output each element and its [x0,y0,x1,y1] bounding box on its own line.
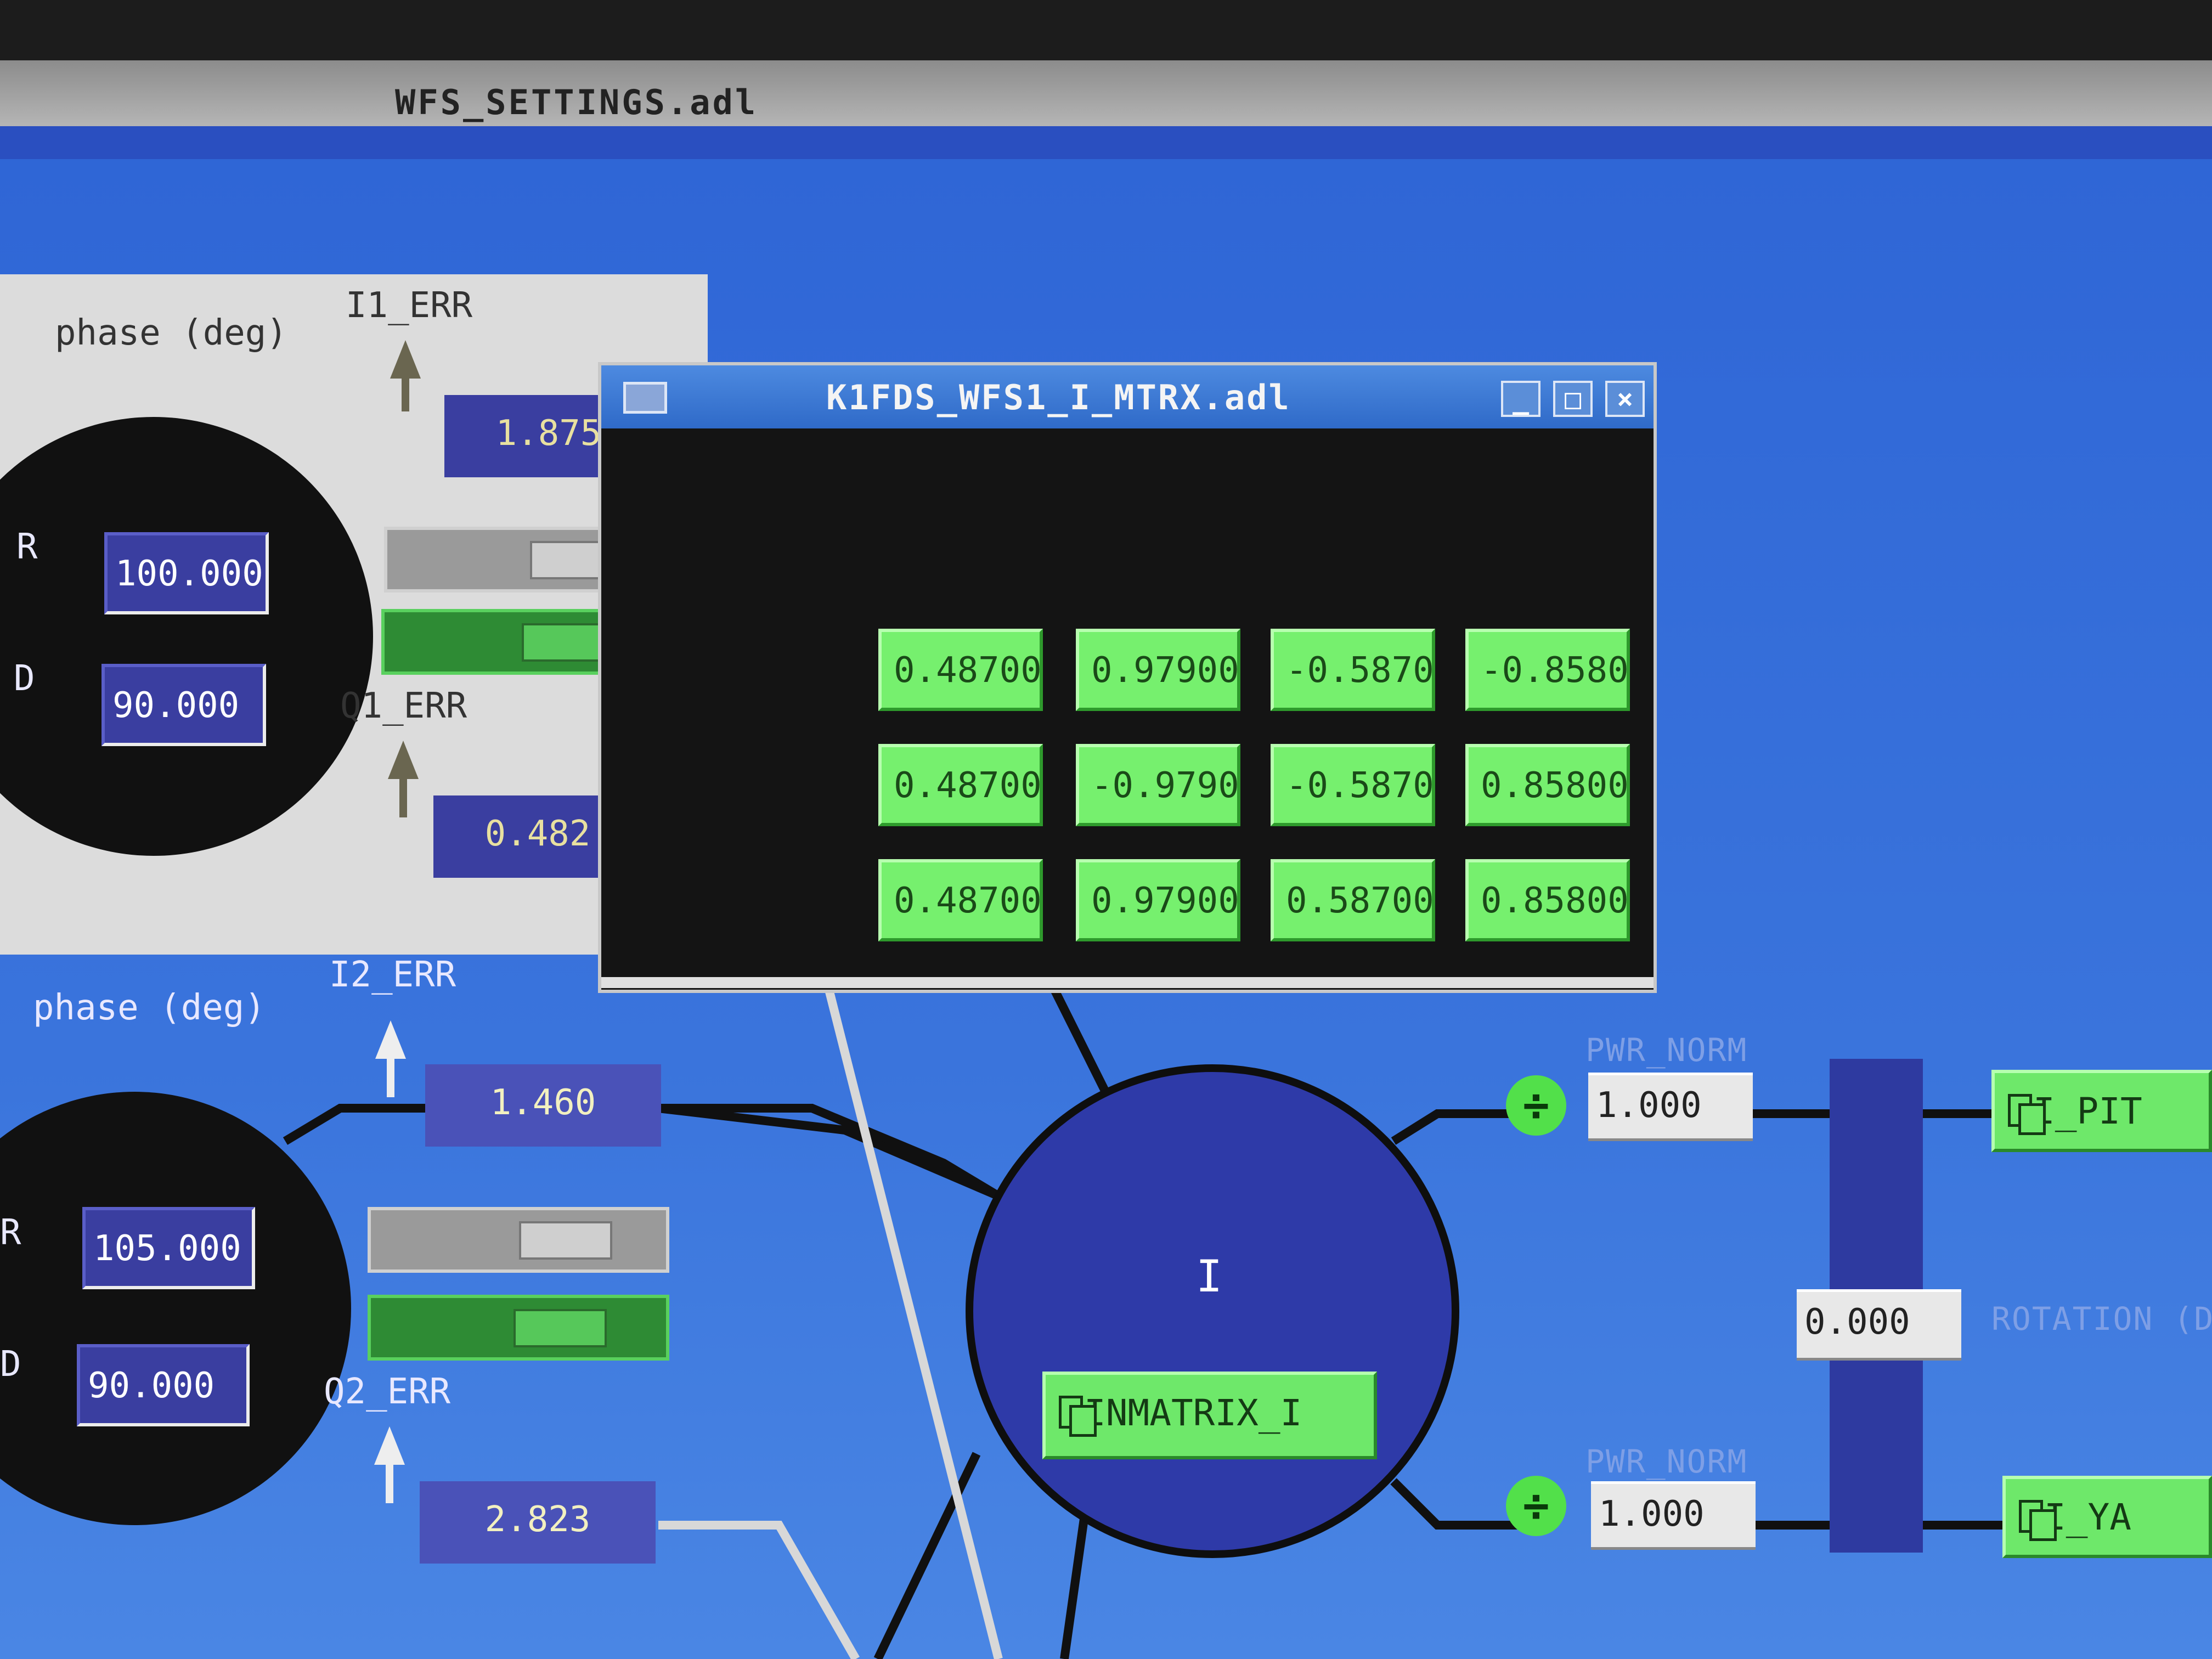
i2-arrow-up-icon [375,1020,406,1059]
matrix-cell[interactable]: -0.5870 [1271,744,1435,826]
window-bottom-frame [601,977,1654,988]
i1-arrow-up-icon [390,340,421,379]
i2-err-readout: 1.460 [425,1064,661,1147]
q1-phase-circle [0,417,373,856]
q2-err-readout: 2.823 [420,1481,656,1564]
rotation-input[interactable]: 0.000 [1797,1289,1961,1361]
input-matrix-node-label: I [1196,1251,1223,1302]
i-pit-button-label: I_PIT [2033,1090,2142,1132]
related-display-icon [1059,1396,1097,1437]
pwr-norm-bottom-label: PWR_NORM [1585,1443,1748,1480]
inmatrix-i-button-label: INMATRIX_I [1084,1392,1302,1434]
q1-phase-label: phase (deg) [55,313,287,353]
matrix-cell[interactable]: -0.8580 [1465,629,1630,711]
main-window-title: WFS_SETTINGS.adl [395,82,758,122]
matrix-window: K1FDS_WFS1_I_MTRX.adl _ □ × 0.48700 0.97… [598,362,1657,993]
matrix-cell[interactable]: -0.5870 [1271,629,1435,711]
main-window-titlebar [0,0,2212,159]
q2-arrow-up-icon [374,1426,405,1465]
q2-phase-label: phase (deg) [33,988,266,1028]
i2-err-label: I2_ERR [329,955,456,995]
q2-d-input[interactable]: 90.000 [77,1344,250,1426]
close-icon[interactable]: × [1605,381,1645,417]
q2-err-label: Q2_ERR [324,1372,451,1412]
pwr-norm-top-input[interactable]: 1.000 [1588,1073,1753,1141]
i-pit-button[interactable]: I_PIT [1991,1070,2212,1152]
rotation-label: ROTATION (DE [1991,1300,2212,1338]
matrix-cell[interactable]: 0.48700 [878,744,1043,826]
q2-green-slider[interactable] [368,1295,669,1361]
minimize-icon[interactable]: _ [1501,381,1541,417]
matrix-cell[interactable]: 0.58700 [1271,859,1435,941]
i1-err-label: I1_ERR [346,285,473,326]
maximize-icon[interactable]: □ [1553,381,1593,417]
pwr-norm-bottom-input[interactable]: 1.000 [1591,1481,1756,1550]
inmatrix-i-button[interactable]: INMATRIX_I [1042,1372,1377,1459]
matrix-window-title: K1FDS_WFS1_I_MTRX.adl [826,377,1291,417]
matrix-window-titlebar[interactable]: K1FDS_WFS1_I_MTRX.adl _ □ × [601,365,1654,428]
q2-phase-circle [0,1092,351,1525]
matrix-cell[interactable]: 0.48700 [878,859,1043,941]
window-menu-icon[interactable] [623,382,667,414]
matrix-cell[interactable]: 0.85800 [1465,859,1630,941]
divide-top-icon: ÷ [1506,1075,1566,1136]
q1-d-label: D [14,658,35,699]
q1-d-input[interactable]: 90.000 [101,664,266,746]
i-yaw-button-label: I_YA [2044,1496,2131,1538]
q1-r-label: R [16,527,38,567]
q1-arrow-up-icon [388,741,419,779]
q2-green-slider-thumb[interactable] [514,1309,607,1347]
pwr-norm-top-label: PWR_NORM [1585,1031,1748,1069]
q2-r-label: R [0,1212,21,1253]
q2-grey-slider[interactable] [368,1207,669,1273]
q1-err-label: Q1_ERR [340,686,467,726]
matrix-cell[interactable]: -0.9790 [1076,744,1240,826]
related-display-icon [2008,1094,2046,1135]
matrix-cell[interactable]: 0.97900 [1076,859,1240,941]
matrix-cell[interactable]: 0.48700 [878,629,1043,711]
q1-r-input[interactable]: 100.000 [104,532,269,614]
i-yaw-button[interactable]: I_YA [2002,1476,2212,1558]
input-matrix-node [966,1064,1459,1558]
q2-d-label: D [0,1344,21,1385]
divide-bottom-icon: ÷ [1506,1476,1566,1536]
matrix-cell[interactable]: 0.97900 [1076,629,1240,711]
q2-grey-slider-thumb[interactable] [519,1221,612,1260]
related-display-icon [2019,1500,2057,1541]
q2-r-input[interactable]: 105.000 [82,1207,255,1289]
matrix-cell[interactable]: 0.85800 [1465,744,1630,826]
